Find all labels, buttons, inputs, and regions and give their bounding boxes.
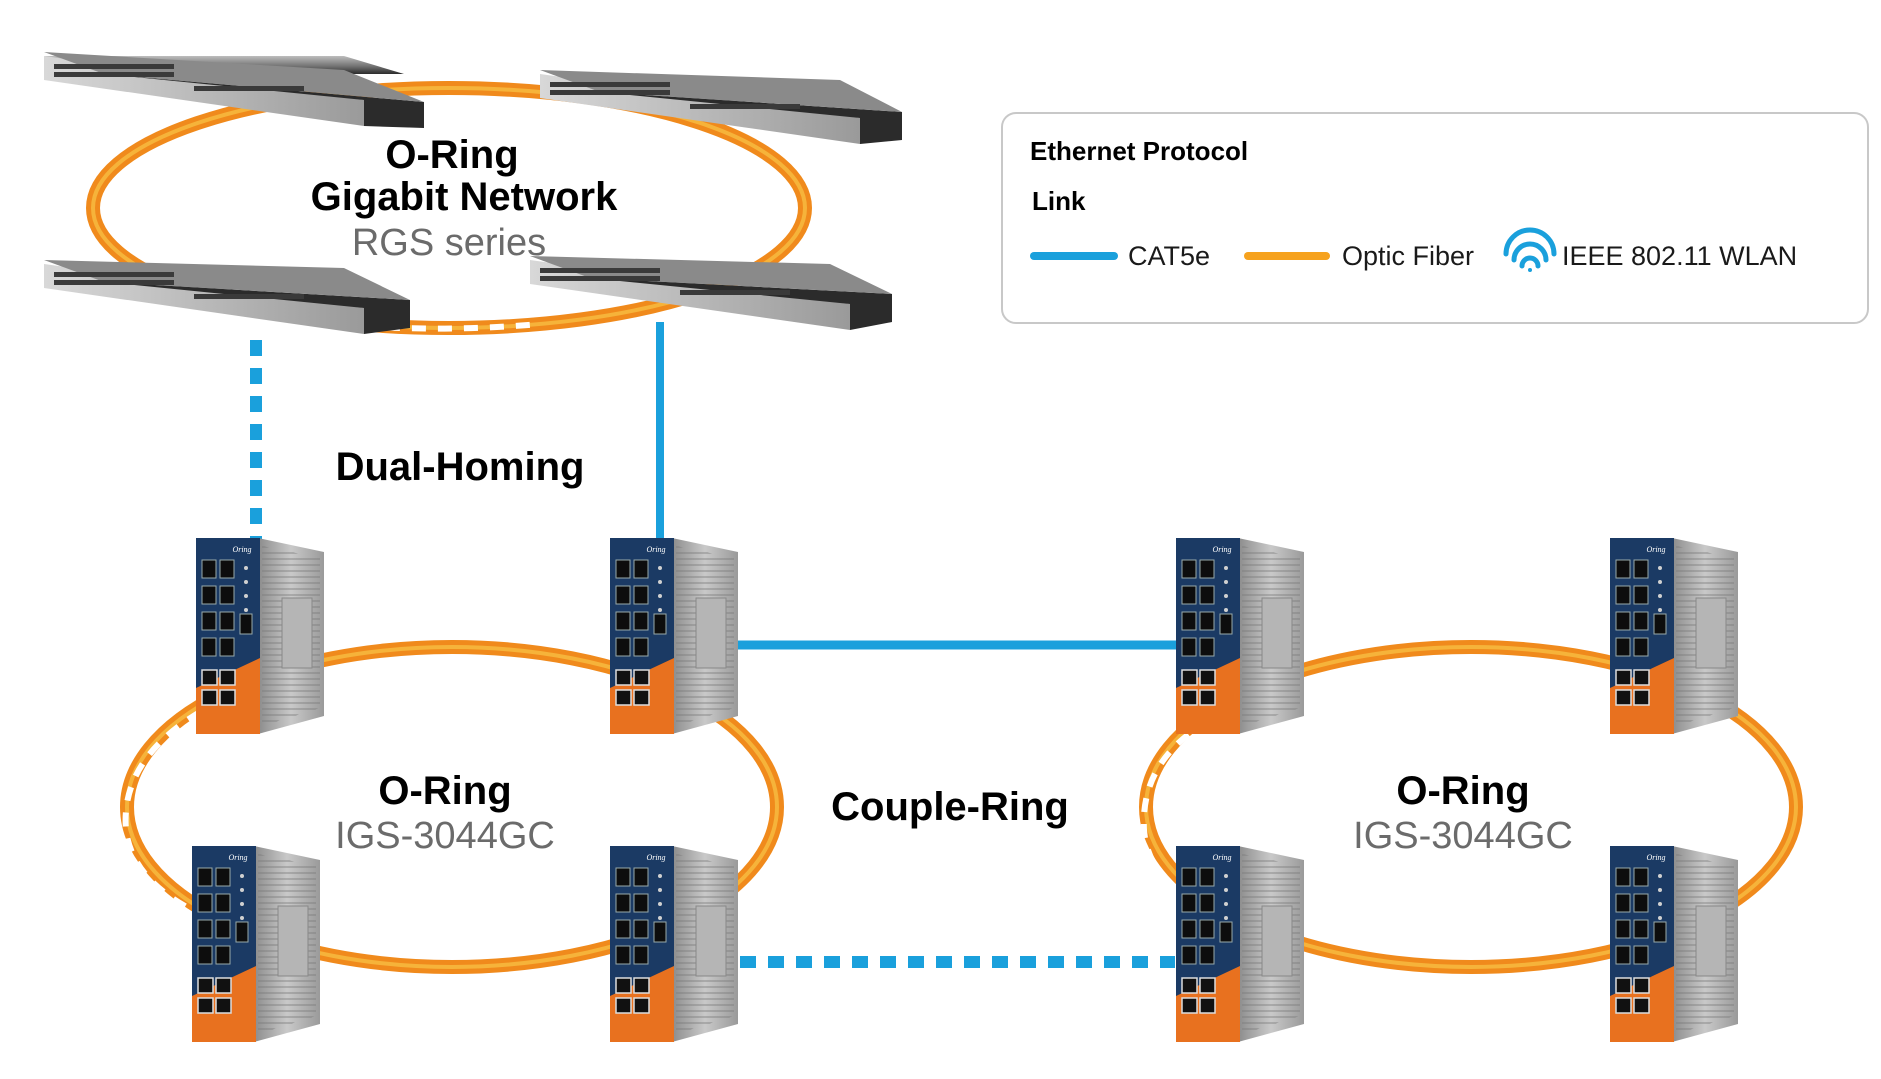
device-brand-logo: Oring xyxy=(232,545,251,554)
device-right-bottom-right: Oring xyxy=(1610,846,1738,1042)
dual-homing-label: Dual-Homing xyxy=(336,445,585,489)
top-ring xyxy=(86,81,812,335)
device-brand-logo: Oring xyxy=(1646,545,1665,554)
top-ring-series: RGS series xyxy=(352,222,546,264)
device-left-bottom-left: Oring xyxy=(192,846,320,1042)
legend-box xyxy=(1001,112,1869,324)
left-ring-title: O-Ring xyxy=(378,769,511,813)
legend-item-cat5e: CAT5e xyxy=(1128,241,1210,271)
device-left-bottom-right: Oring xyxy=(610,846,738,1042)
right-ring-backup-segment xyxy=(1140,717,1212,908)
device-left-top-right: Oring xyxy=(610,538,738,734)
right-ring-title: O-Ring xyxy=(1396,769,1529,813)
left-ring-model: IGS-3044GC xyxy=(335,815,555,857)
top-ring-title: O-Ring xyxy=(385,133,518,177)
device-left-top-left: Oring xyxy=(196,538,324,734)
device-brand-logo: Oring xyxy=(646,545,665,554)
rack-switch-4 xyxy=(530,256,892,330)
device-brand-logo: Oring xyxy=(1646,853,1665,862)
legend-item-wlan: IEEE 802.11 WLAN xyxy=(1562,241,1797,271)
left-ring-backup-segment xyxy=(122,709,202,915)
top-ring-subtitle: Gigabit Network xyxy=(311,175,618,219)
rack-switch-1 xyxy=(44,52,424,128)
device-right-top-left: Oring xyxy=(1176,538,1304,734)
device-brand-logo: Oring xyxy=(1212,545,1231,554)
couple-ring-label: Couple-Ring xyxy=(831,785,1069,829)
legend-subheading: Link xyxy=(1032,186,1086,216)
device-right-bottom-left: Oring xyxy=(1176,846,1304,1042)
device-brand-logo: Oring xyxy=(228,853,247,862)
left-ring xyxy=(120,640,784,974)
device-right-top-right: Oring xyxy=(1610,538,1738,734)
device-brand-logo: Oring xyxy=(646,853,665,862)
legend: Ethernet Protocol Link CAT5e Optic Fiber… xyxy=(1001,112,1869,324)
right-ring xyxy=(1139,640,1803,974)
legend-item-fiber: Optic Fiber xyxy=(1342,241,1474,271)
legend-heading: Ethernet Protocol xyxy=(1030,136,1248,166)
top-ring-backup-segment xyxy=(359,321,541,332)
device-brand-logo: Oring xyxy=(1212,853,1231,862)
left-ring-fiber-inner xyxy=(125,645,779,969)
rack-switch-2 xyxy=(540,70,902,144)
wifi-icon xyxy=(1503,227,1557,272)
rack-switch-3 xyxy=(44,260,410,334)
right-ring-model: IGS-3044GC xyxy=(1353,815,1573,857)
